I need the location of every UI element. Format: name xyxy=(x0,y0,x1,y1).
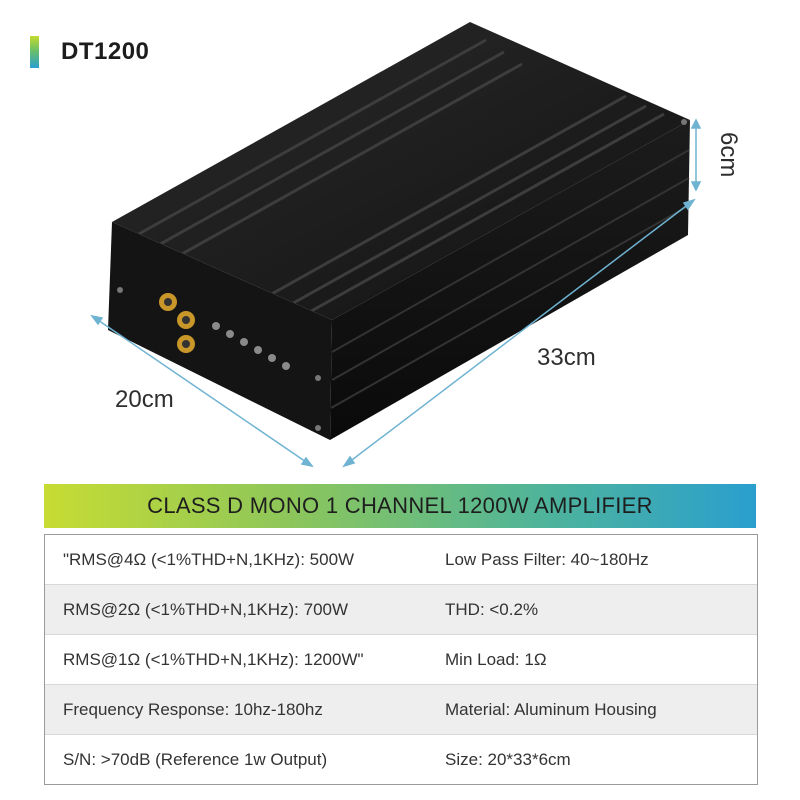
dimension-height-label: 6cm xyxy=(715,132,742,178)
spec-row: RMS@1Ω (<1%THD+N,1KHz): 1200W" Min Load:… xyxy=(45,635,757,685)
dimension-lines xyxy=(90,118,702,468)
housing-side-front xyxy=(108,222,332,440)
spec-row: "RMS@4Ω (<1%THD+N,1KHz): 500W Low Pass F… xyxy=(45,535,757,585)
spec-right: Size: 20*33*6cm xyxy=(445,749,571,769)
spec-row: S/N: >70dB (Reference 1w Output) Size: 2… xyxy=(45,735,757,784)
rca-connectors xyxy=(159,293,195,353)
control-knobs xyxy=(212,322,290,370)
spec-table: "RMS@4Ω (<1%THD+N,1KHz): 500W Low Pass F… xyxy=(44,534,758,785)
spec-left: Frequency Response: 10hz-180hz xyxy=(63,699,323,719)
amplifier-product-image xyxy=(90,22,702,468)
spec-right: Low Pass Filter: 40~180Hz xyxy=(445,549,649,569)
title-block: DT1200 xyxy=(30,36,149,68)
spec-right: Material: Aluminum Housing xyxy=(445,699,657,719)
spec-right: Min Load: 1Ω xyxy=(445,649,547,669)
spec-right: THD: <0.2% xyxy=(445,599,539,619)
spec-row: RMS@2Ω (<1%THD+N,1KHz): 700W THD: <0.2% xyxy=(45,585,757,635)
spec-left: RMS@1Ω (<1%THD+N,1KHz): 1200W" xyxy=(63,649,364,669)
spec-row: Frequency Response: 10hz-180hz Material:… xyxy=(45,685,757,735)
spec-banner: CLASS D MONO 1 CHANNEL 1200W AMPLIFIER xyxy=(44,484,756,528)
housing-top xyxy=(112,22,690,320)
screws xyxy=(117,119,687,431)
dimension-length-label: 33cm xyxy=(537,344,596,371)
spec-left: "RMS@4Ω (<1%THD+N,1KHz): 500W xyxy=(63,549,355,569)
spec-left: S/N: >70dB (Reference 1w Output) xyxy=(63,749,328,769)
dimension-width-label: 20cm xyxy=(115,386,174,413)
banner-title: CLASS D MONO 1 CHANNEL 1200W AMPLIFIER xyxy=(147,493,653,518)
spec-left: RMS@2Ω (<1%THD+N,1KHz): 700W xyxy=(63,599,349,619)
model-title: DT1200 xyxy=(61,38,150,65)
heatsink-fins xyxy=(127,38,665,316)
accent-bar xyxy=(30,36,39,68)
